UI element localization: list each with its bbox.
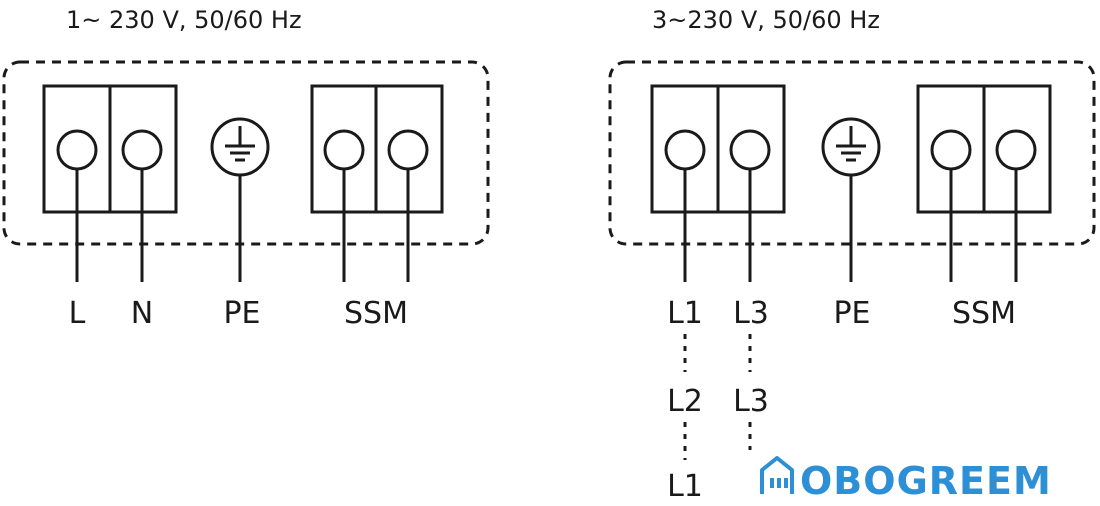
label-alt-row2-left: L1 <box>667 469 703 504</box>
label-alt-row1-left: L2 <box>667 384 703 419</box>
label-alt-row1-right: L3 <box>733 384 769 419</box>
three-phase-diagram: 3~230 V, 50/60 Hz L1 L3 <box>608 6 1096 504</box>
three-phase-enclosure <box>608 60 1096 246</box>
terminal-l <box>56 129 98 171</box>
single-phase-enclosure <box>2 60 490 246</box>
watermark-text: OBOGREEM <box>800 459 1052 503</box>
label-ssm: SSM <box>952 296 1016 331</box>
power-terminal-block <box>42 84 178 282</box>
ssm-terminal-block <box>916 84 1052 282</box>
terminal-ssm-1 <box>930 129 972 171</box>
label-n: N <box>131 296 153 331</box>
terminal-l1 <box>664 129 706 171</box>
label-ssm: SSM <box>344 296 408 331</box>
terminal-ssm-2 <box>387 129 429 171</box>
label-pe: PE <box>223 296 260 331</box>
three-phase-title: 3~230 V, 50/60 Hz <box>652 6 880 34</box>
ground-terminal <box>210 117 270 282</box>
label-pe: PE <box>833 296 870 331</box>
single-phase-title: 1~ 230 V, 50/60 Hz <box>66 6 302 34</box>
house-logo-icon <box>760 456 794 494</box>
ground-terminal <box>821 117 881 282</box>
ssm-terminal-block <box>310 84 444 282</box>
terminal-ssm-2 <box>995 129 1037 171</box>
label-l3: L3 <box>733 296 769 331</box>
power-terminal-block <box>650 84 786 282</box>
label-l1: L1 <box>667 296 703 331</box>
terminal-ssm-1 <box>323 129 365 171</box>
label-l: L <box>69 296 86 331</box>
terminal-l3 <box>729 129 771 171</box>
terminal-n <box>121 129 163 171</box>
watermark: OBOGREEM <box>760 456 1052 503</box>
single-phase-diagram: 1~ 230 V, 50/60 Hz <box>2 6 490 331</box>
